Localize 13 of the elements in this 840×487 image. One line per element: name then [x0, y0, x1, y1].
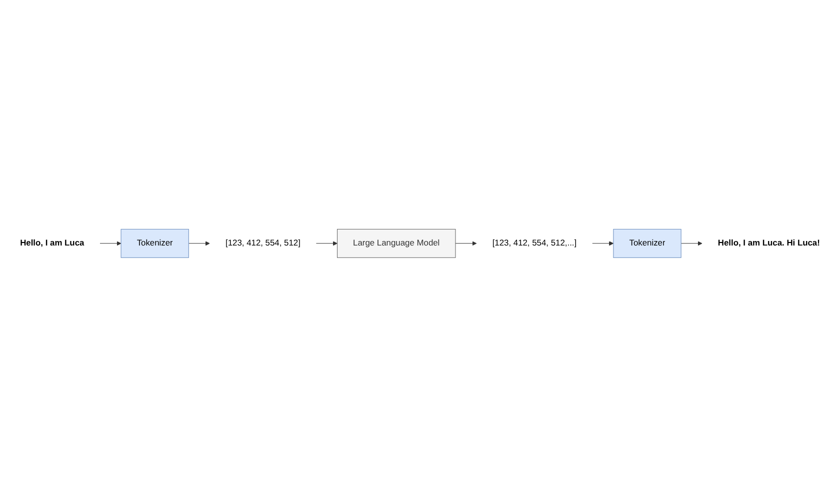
- node-text: [123, 412, 554, 512,...]: [492, 238, 577, 248]
- arrow: [680, 241, 702, 246]
- node-text: Hello, I am Luca. Hi Luca!: [718, 238, 820, 248]
- arrow: [592, 241, 614, 246]
- node-box: Tokenizer: [120, 229, 189, 258]
- arrow: [455, 241, 477, 246]
- node-box: Tokenizer: [613, 229, 682, 258]
- arrow: [316, 241, 338, 246]
- node-text: Hello, I am Luca: [20, 238, 84, 248]
- arrow: [100, 241, 122, 246]
- node-text: [123, 412, 554, 512]: [226, 238, 300, 248]
- node-box: Large Language Model: [337, 229, 456, 258]
- arrow: [188, 241, 210, 246]
